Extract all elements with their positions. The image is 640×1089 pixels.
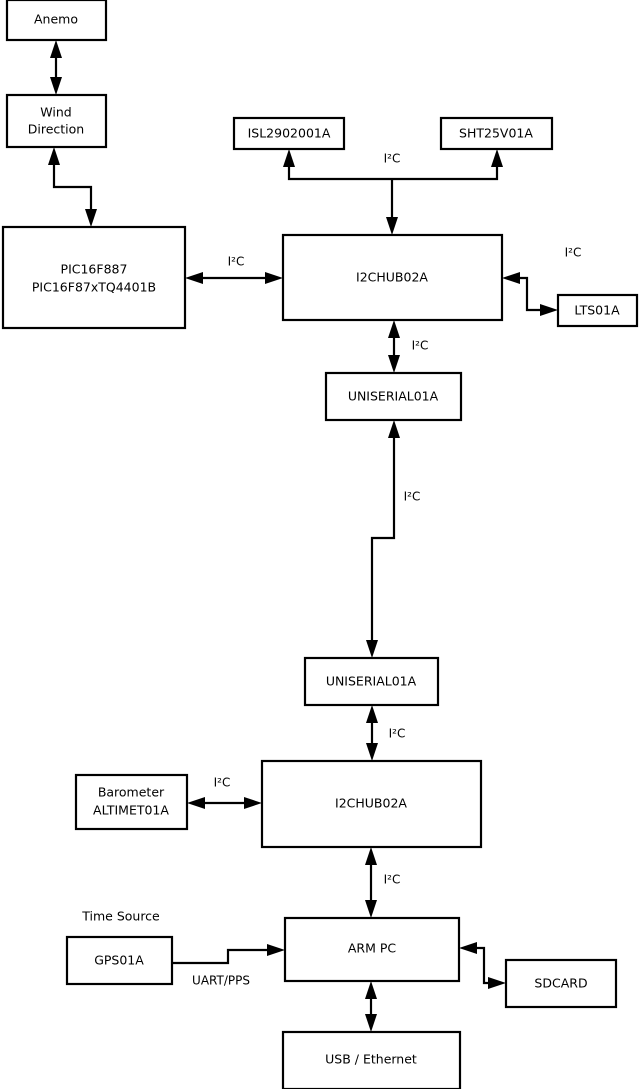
- node-i2chub02a-top[interactable]: I2CHUB02A: [281, 233, 504, 322]
- node-label-arm-pc: ARM PC: [348, 941, 397, 956]
- node-i2chub02a-bottom[interactable]: I2CHUB02A: [260, 759, 483, 849]
- node-label-isl2902001a: ISL2902001A: [248, 126, 331, 141]
- node-wind-direction[interactable]: Wind Direction: [5, 93, 108, 149]
- arrow-head-down: [50, 77, 62, 95]
- arrow-head-left: [185, 272, 203, 284]
- node-usb-ethernet[interactable]: USB / Ethernet: [281, 1030, 462, 1089]
- node-label-sdcard: SDCARD: [534, 976, 587, 991]
- arrow-head-right-lts: [540, 304, 558, 316]
- arrow-head-left-hub: [502, 272, 520, 284]
- edge-barometer-hubbot: I²C: [187, 776, 262, 809]
- edge-label-uniserial-link: I²C: [404, 490, 421, 504]
- arrow-head-right: [265, 272, 283, 284]
- node-label-lts01a: LTS01A: [574, 303, 620, 318]
- arrow-head-down: [366, 640, 378, 658]
- edge-hubtop-uniserialtop: I²C: [388, 320, 428, 373]
- node-label-anemo: Anemo: [34, 12, 78, 27]
- edge-hubtop-sensors: I²C: [283, 149, 503, 235]
- arrow-head-down: [388, 355, 400, 373]
- arrow-head-down-hub: [386, 217, 398, 235]
- edge-anemo-wind: [50, 40, 62, 95]
- node-label-uniserial01a-bottom: UNISERIAL01A: [326, 674, 417, 689]
- edge-label-barometer-hubbot: I²C: [214, 776, 231, 790]
- arrow-head-up: [388, 320, 400, 338]
- edge-gps-armpc: UART/PPS: [172, 944, 285, 988]
- edge-armpc-usbeth: [365, 981, 377, 1032]
- node-barometer[interactable]: Barometer ALTIMET01A: [74, 773, 189, 831]
- node-anemo[interactable]: Anemo: [5, 0, 108, 42]
- node-label-uniserial01a-top: UNISERIAL01A: [348, 389, 439, 404]
- node-label-barometer-line1: Barometer: [98, 785, 165, 800]
- edge-uniserialtop-uniserialbot: I²C: [366, 420, 420, 658]
- node-uniserial01a-bottom[interactable]: UNISERIAL01A: [303, 656, 440, 707]
- arrow-head-down: [365, 900, 377, 918]
- node-label-pic-line2: PIC16F87xTQ4401B: [32, 280, 156, 295]
- node-gps01a[interactable]: GPS01A: [65, 935, 174, 986]
- node-isl2902001a[interactable]: ISL2902001A: [232, 116, 346, 151]
- arrow-head-down: [365, 1014, 377, 1032]
- label-time-source: Time Source: [81, 909, 160, 924]
- node-label-wind-direction-line2: Direction: [28, 122, 84, 137]
- node-label-gps01a: GPS01A: [94, 953, 144, 968]
- node-sdcard[interactable]: SDCARD: [504, 958, 618, 1009]
- edge-hubtop-lts: I²C: [502, 246, 582, 316]
- arrow-head-up: [365, 847, 377, 865]
- node-label-i2chub02a-bottom: I2CHUB02A: [335, 796, 407, 811]
- arrow-head-up-isl: [283, 149, 295, 167]
- node-label-pic-line1: PIC16F887: [61, 262, 128, 277]
- edge-pic-hubtop: I²C: [185, 255, 283, 284]
- arrow-head-down: [366, 743, 378, 761]
- edge-wind-pic: [48, 147, 97, 227]
- edge-armpc-sdcard: [459, 942, 506, 989]
- node-uniserial01a-top[interactable]: UNISERIAL01A: [324, 371, 463, 422]
- node-arm-pc[interactable]: ARM PC: [283, 916, 461, 983]
- edge-uniserialbot-hubbot: I²C: [366, 705, 405, 761]
- edge-hubbot-armpc: I²C: [365, 847, 400, 918]
- node-pic-mcu[interactable]: PIC16F887 PIC16F87xTQ4401B: [1, 225, 187, 330]
- arrow-head-right-sdcard: [488, 977, 506, 989]
- node-label-i2chub02a-top: I2CHUB02A: [356, 270, 428, 285]
- edge-label-hubtop-uniserialtop: I²C: [412, 339, 429, 353]
- arrow-head-up: [48, 147, 60, 165]
- arrow-head-up: [366, 705, 378, 723]
- node-lts01a[interactable]: LTS01A: [556, 293, 639, 328]
- node-label-usb-ethernet: USB / Ethernet: [325, 1052, 417, 1067]
- edge-label-hubtop-lts: I²C: [565, 246, 582, 260]
- arrow-head-up: [50, 40, 62, 58]
- arrow-head-up-sht: [491, 149, 503, 167]
- edge-label-uniserialbot-hubbot: I²C: [389, 727, 406, 741]
- edge-label-hubbot-armpc: I²C: [384, 873, 401, 887]
- arrow-head-left: [187, 797, 205, 809]
- arrow-head-right: [267, 944, 285, 956]
- arrow-head-up: [388, 420, 400, 438]
- arrow-head-down: [85, 209, 97, 227]
- arrow-head-up: [365, 981, 377, 999]
- edge-label-pic-hubtop: I²C: [228, 255, 245, 269]
- node-label-sht25v01a: SHT25V01A: [459, 126, 533, 141]
- node-sht25v01a[interactable]: SHT25V01A: [439, 116, 554, 151]
- edge-label-hubtop-sensors: I²C: [384, 152, 401, 166]
- arrow-head-right: [244, 797, 262, 809]
- edge-label-gps-armpc: UART/PPS: [192, 974, 250, 988]
- node-label-wind-direction-line1: Wind: [40, 105, 71, 120]
- node-label-barometer-line2: ALTIMET01A: [93, 803, 169, 818]
- arrow-head-left-armpc: [459, 942, 477, 954]
